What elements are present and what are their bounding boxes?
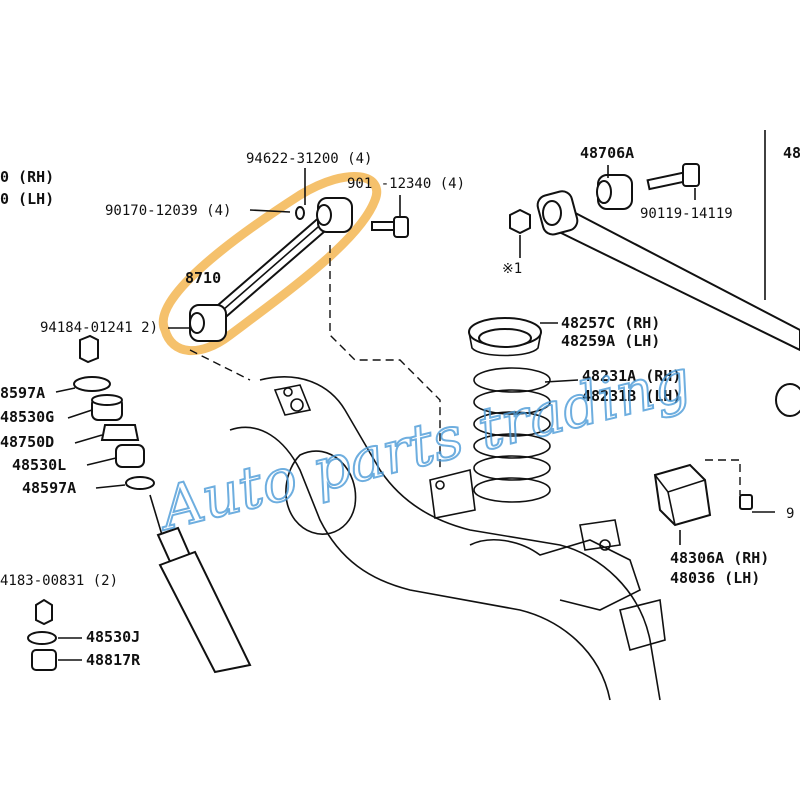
upper-control-arm xyxy=(189,195,409,342)
label-48597a-top: 8597A xyxy=(0,384,45,402)
label-48706a: 48706A xyxy=(580,144,634,162)
label-48036: 48036 (LH) xyxy=(670,569,760,587)
label-48-topright: 48 xyxy=(783,144,800,162)
dashed-guide-lines xyxy=(189,245,741,495)
nut-note1 xyxy=(509,208,531,258)
label-94622: 94622-31200 (4) xyxy=(246,151,372,167)
spring-insulator xyxy=(468,317,542,357)
label-94183: 4183-00831 (2) xyxy=(0,573,118,589)
label-48530j: 48530J xyxy=(86,628,140,646)
label-90170: 90170-12039 (4) xyxy=(105,203,231,219)
label-48750d: 48750D xyxy=(0,433,54,451)
rear-axle-housing xyxy=(229,376,666,701)
lower-nut-stack xyxy=(27,598,57,671)
label-48597a: 48597A xyxy=(22,479,76,497)
part-labels: 0 (RH) 0 (LH) 94622-31200 (4) 90170-1203… xyxy=(0,144,800,669)
lateral-control-rod-right xyxy=(536,130,800,417)
label-48231b: 48231B (LH) xyxy=(582,387,681,405)
bushing-48706a xyxy=(596,165,633,210)
watermark-text: Auto parts trading xyxy=(149,346,697,544)
bolt-90119 xyxy=(646,163,700,200)
label-48817r: 48817R xyxy=(86,651,141,669)
label-90119a: 901 -12340 (4) xyxy=(347,176,465,192)
label-48257c: 48257C (RH) xyxy=(561,314,660,332)
label-note1: ※1 xyxy=(502,261,522,277)
label-90119: 90119-14119 xyxy=(640,206,733,222)
leader-lines xyxy=(55,168,681,661)
shock-absorber-mount-stack xyxy=(73,334,252,674)
label-48530l: 48530L xyxy=(12,456,66,474)
label-48231a: 48231A (RH) xyxy=(582,367,681,385)
coil-spring xyxy=(473,367,551,503)
label-48306a: 48306A (RH) xyxy=(670,549,769,567)
label-48530g: 48530G xyxy=(0,408,54,426)
label-lh-left: 0 (LH) xyxy=(0,190,54,208)
bump-stopper xyxy=(653,463,775,527)
label-94184: 94184-01241 2) xyxy=(40,320,158,336)
label-48710: 8710 xyxy=(185,269,221,287)
label-48259a: 48259A (LH) xyxy=(561,332,660,350)
label-rh-left: 0 (RH) xyxy=(0,168,54,186)
label-9-right: 9 xyxy=(786,506,794,522)
